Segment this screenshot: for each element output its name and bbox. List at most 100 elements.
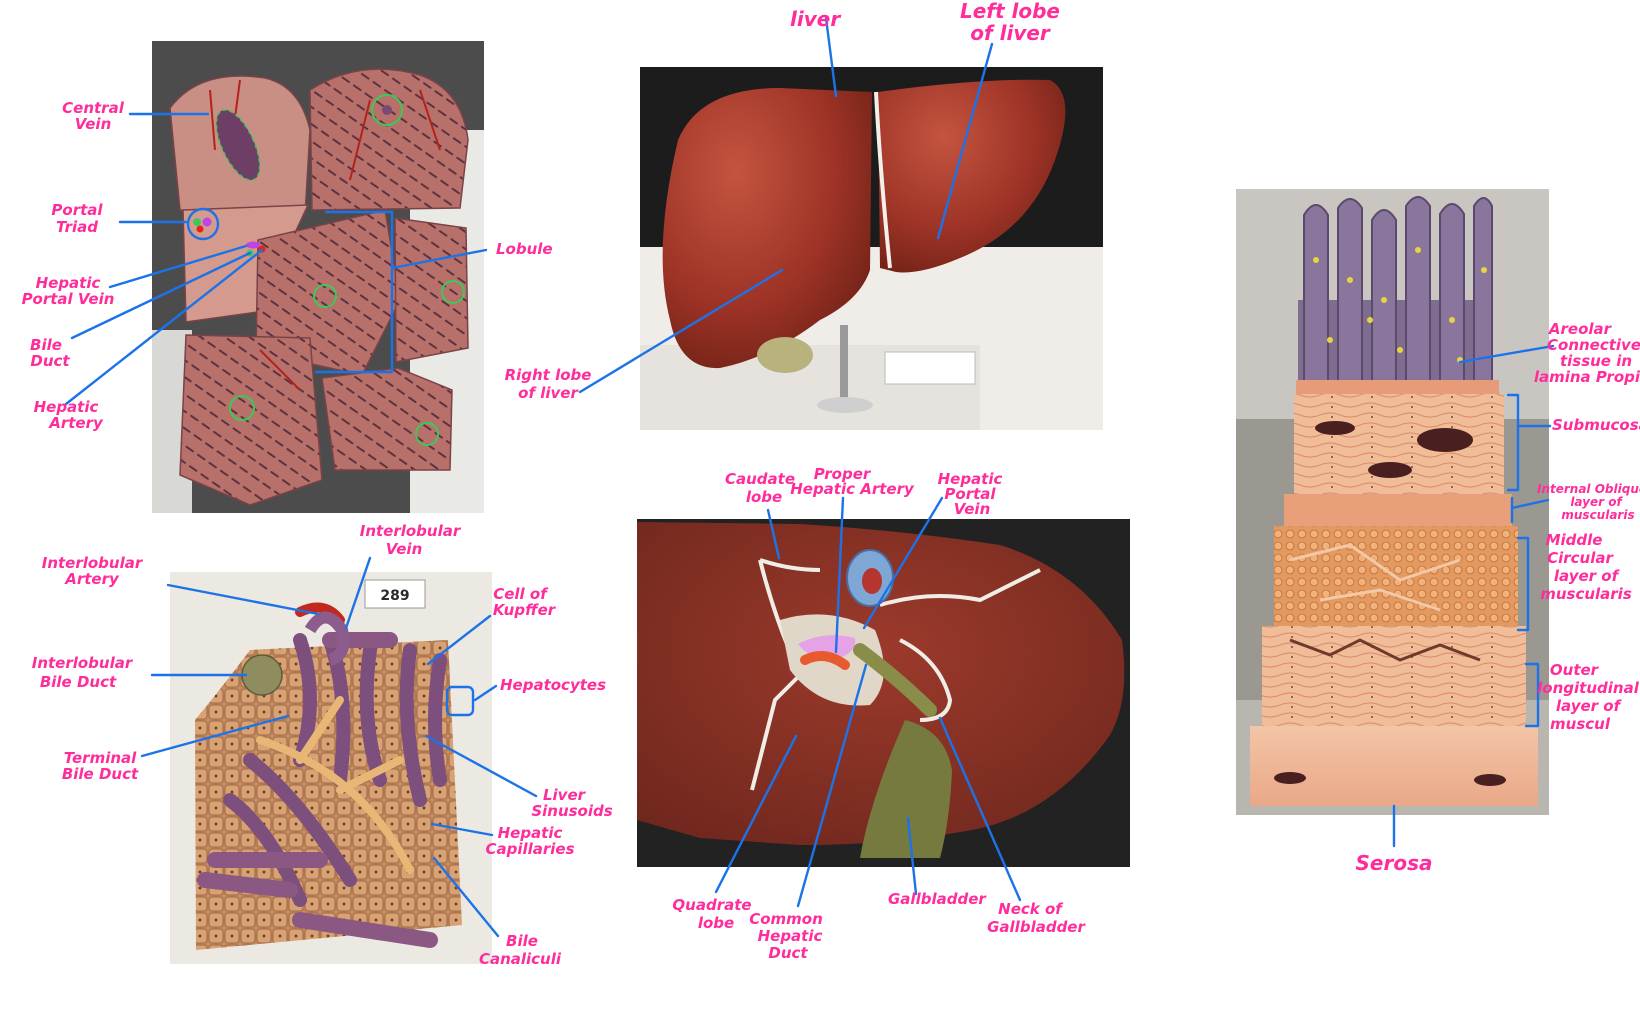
right-lobe-leader bbox=[578, 268, 784, 394]
hepatocytes-leader bbox=[473, 684, 498, 702]
central-vein-circle-4 bbox=[229, 395, 255, 421]
submucosa-bracket bbox=[1506, 393, 1520, 492]
lobule-block-center bbox=[255, 209, 401, 376]
sinusoid-fingers bbox=[223, 633, 447, 907]
submucosa-vessel-2 bbox=[1417, 428, 1473, 452]
portal-vein-marker bbox=[246, 241, 260, 249]
outer-longitudinal-bracket bbox=[1524, 662, 1540, 728]
falciform-ligament bbox=[874, 91, 892, 269]
hepatic-capillaries-leader bbox=[430, 822, 494, 837]
portal-vein-lumen bbox=[862, 568, 882, 594]
central-vein-circle-1 bbox=[371, 94, 403, 126]
lobule-block-bottom-left bbox=[179, 334, 323, 506]
serosa-vessel-2 bbox=[1474, 774, 1506, 786]
lobule-block-top-right bbox=[309, 68, 469, 211]
lobule-block-right bbox=[394, 217, 469, 363]
central-vein-circle-3 bbox=[441, 280, 465, 304]
villi-layer bbox=[1298, 196, 1493, 380]
central-veins-purple bbox=[197, 632, 438, 948]
hepatocytes-box bbox=[445, 685, 475, 717]
central-vein-dot-1 bbox=[382, 105, 392, 115]
liver-sinusoids-leader bbox=[424, 734, 538, 798]
central-vein-circle-2 bbox=[313, 284, 337, 308]
caudate-lobe-leader bbox=[766, 508, 781, 560]
lobule-block-bottom-right bbox=[321, 367, 453, 471]
bile-duct-leader bbox=[70, 251, 252, 340]
cell-of-kupffer-leader bbox=[426, 614, 492, 666]
lobule-leader bbox=[390, 248, 488, 270]
interlobular-vein-leader bbox=[344, 556, 372, 630]
submucosa-layer bbox=[1294, 394, 1504, 494]
lamina-propria-strip bbox=[1296, 380, 1499, 394]
label-lobule: Lobule bbox=[496, 240, 553, 258]
triad-duct-dot bbox=[193, 218, 201, 226]
label-hepatocytes: Hepatocytes bbox=[500, 676, 606, 694]
triad-vein-dot bbox=[202, 217, 212, 227]
tissue-block bbox=[195, 640, 462, 950]
hepatic-portal-vein-leader bbox=[862, 496, 944, 630]
label-submucosa: Submucosa bbox=[1552, 416, 1640, 434]
terminal-bile-duct-leader bbox=[140, 714, 290, 758]
proper-hepatic-artery-leader bbox=[834, 496, 845, 654]
circular-layer-septa bbox=[1289, 543, 1461, 612]
gallbladder-tip bbox=[757, 337, 813, 373]
areolar-leader bbox=[1458, 344, 1555, 364]
submucosa-vessel-3 bbox=[1368, 462, 1412, 478]
gallbladder-shape bbox=[860, 720, 952, 858]
artery-orange bbox=[800, 651, 850, 670]
cystic-duct bbox=[853, 643, 937, 717]
common-hepatic-duct-leader bbox=[796, 663, 868, 908]
portal-triad-ring bbox=[186, 207, 220, 241]
gallbladder-leader bbox=[906, 816, 918, 896]
liver-leader bbox=[824, 16, 838, 98]
vessel-streaks bbox=[209, 79, 441, 391]
hepatic-portal-vein-leader bbox=[108, 244, 248, 289]
label-liver: liver bbox=[790, 7, 841, 31]
submucosa-vessel-1 bbox=[1315, 421, 1355, 435]
bile-duct-tree bbox=[256, 696, 414, 874]
lobule-bracket bbox=[314, 210, 394, 374]
middle-circular-bracket bbox=[1516, 536, 1530, 632]
hepatic-artery-leader bbox=[64, 248, 264, 406]
liver-right-lobe-shape bbox=[662, 88, 872, 369]
model-stand bbox=[840, 325, 848, 405]
serosa-vessel-1 bbox=[1274, 772, 1306, 784]
interlobular-vein-purple bbox=[304, 611, 350, 666]
label-serosa: Serosa bbox=[1356, 851, 1433, 875]
interlobular-artery-leader bbox=[166, 583, 320, 616]
outer-longitudinal-layer bbox=[1262, 626, 1526, 726]
bile-canaliculi-leader bbox=[432, 856, 500, 938]
central-vein-circle-5 bbox=[415, 422, 439, 446]
central-vein-marker bbox=[215, 109, 261, 181]
model-tag bbox=[884, 351, 976, 385]
model-stand-base bbox=[817, 397, 873, 413]
triad-artery-dot bbox=[196, 225, 204, 233]
white-fissures bbox=[750, 558, 1041, 791]
internal-oblique-layer bbox=[1284, 494, 1512, 526]
interlobular-bile-duct-circle bbox=[241, 654, 283, 696]
photo-number: 289 bbox=[380, 588, 409, 604]
